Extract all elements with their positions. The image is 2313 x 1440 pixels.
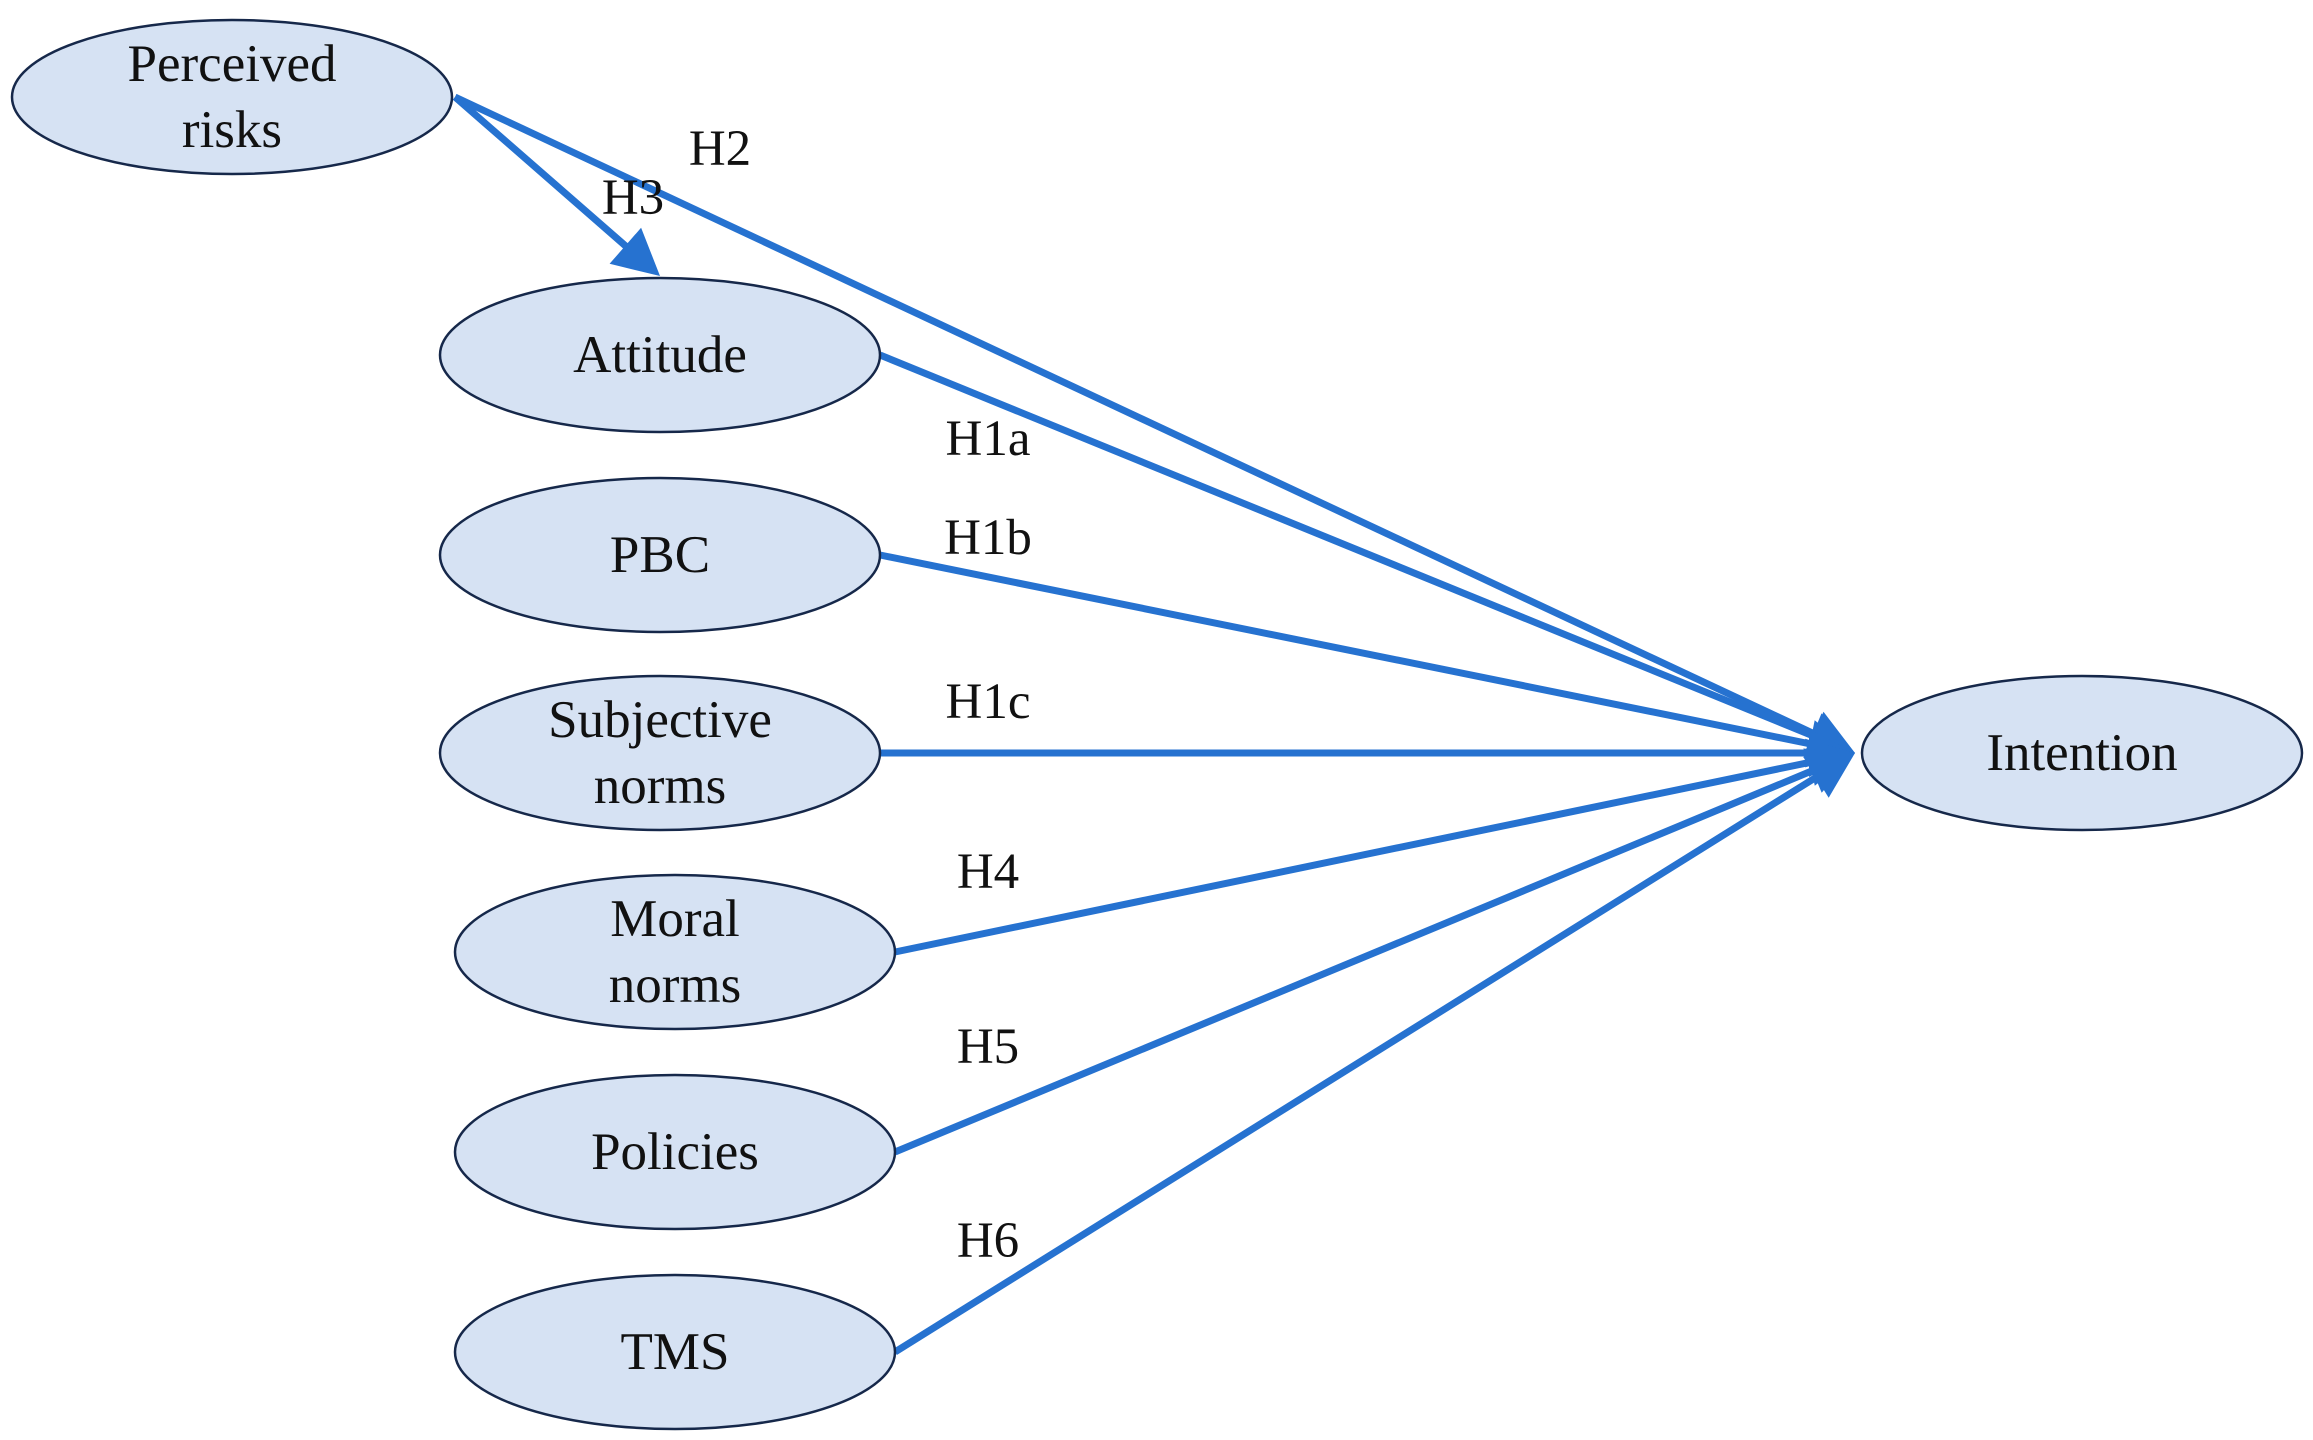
edge-label-h5: H5 <box>957 1019 1019 1075</box>
edge-label-h4: H4 <box>957 844 1019 900</box>
edge-label-h1a: H1a <box>946 411 1031 467</box>
node-label-subjective-norms-line-1: Subjective <box>548 691 772 749</box>
node-label-policies-line-1: Policies <box>591 1123 759 1181</box>
edge-h5 <box>893 748 1855 1156</box>
node-ellipse-policies <box>453 1073 897 1231</box>
arrow-line-h1b <box>879 551 1813 748</box>
node-label-tms-line-1: TMS <box>621 1323 730 1381</box>
node-ellipse-moral-norms <box>453 873 897 1031</box>
node-ellipse-pbc <box>438 476 882 634</box>
arrow-line-h1a <box>878 351 1816 740</box>
node-subjective-norms: Subjective norms <box>438 674 882 832</box>
node-label-perceived-risks-line-1: Perceived <box>128 35 337 93</box>
node-ellipse-tms <box>453 1273 897 1431</box>
node-perceived-risks: Perceived risks <box>10 18 454 176</box>
node-moral-norms: Moral norms <box>453 873 897 1031</box>
arrowhead-h6 <box>1803 753 1855 798</box>
edge-h3 <box>452 94 660 276</box>
node-ellipse-attitude <box>438 276 882 434</box>
edge-label-h3: H3 <box>602 170 664 226</box>
node-ellipse-intention <box>1860 674 2304 832</box>
edge-label-h1b: H1b <box>944 510 1032 566</box>
node-intention: Intention <box>1860 674 2304 832</box>
node-ellipse-perceived-risks <box>10 18 454 176</box>
arrow-line-h4 <box>894 758 1813 956</box>
node-label-pbc-line-1: PBC <box>610 526 710 584</box>
node-label-moral-norms-line-1: Moral <box>610 890 740 948</box>
edge-label-h2: H2 <box>689 121 751 177</box>
edge-label-h6: H6 <box>957 1213 1019 1269</box>
node-ellipse-subjective-norms <box>438 674 882 832</box>
node-label-perceived-risks-line-2: risks <box>182 101 282 159</box>
node-label-intention-line-1: Intention <box>1986 724 2177 782</box>
edge-layer <box>452 93 1855 1355</box>
arrow-line-h3 <box>452 94 630 250</box>
node-tms: TMS <box>453 1273 897 1431</box>
node-label-subjective-norms-line-2: norms <box>594 757 727 815</box>
node-policies: Policies <box>453 1073 897 1231</box>
edge-h1b <box>879 551 1855 768</box>
edge-h1c <box>880 729 1855 777</box>
edge-h6 <box>893 753 1855 1355</box>
node-label-moral-norms-line-2: norms <box>609 956 742 1014</box>
edge-label-h1c: H1c <box>946 674 1031 730</box>
node-pbc: PBC <box>438 476 882 634</box>
arrowhead-h3 <box>609 227 660 276</box>
arrow-line-h5 <box>893 766 1816 1156</box>
node-label-attitude-line-1: Attitude <box>573 326 747 384</box>
arrow-line-h2 <box>453 93 1817 738</box>
arrow-line-h6 <box>893 773 1820 1355</box>
node-attitude: Attitude <box>438 276 882 434</box>
